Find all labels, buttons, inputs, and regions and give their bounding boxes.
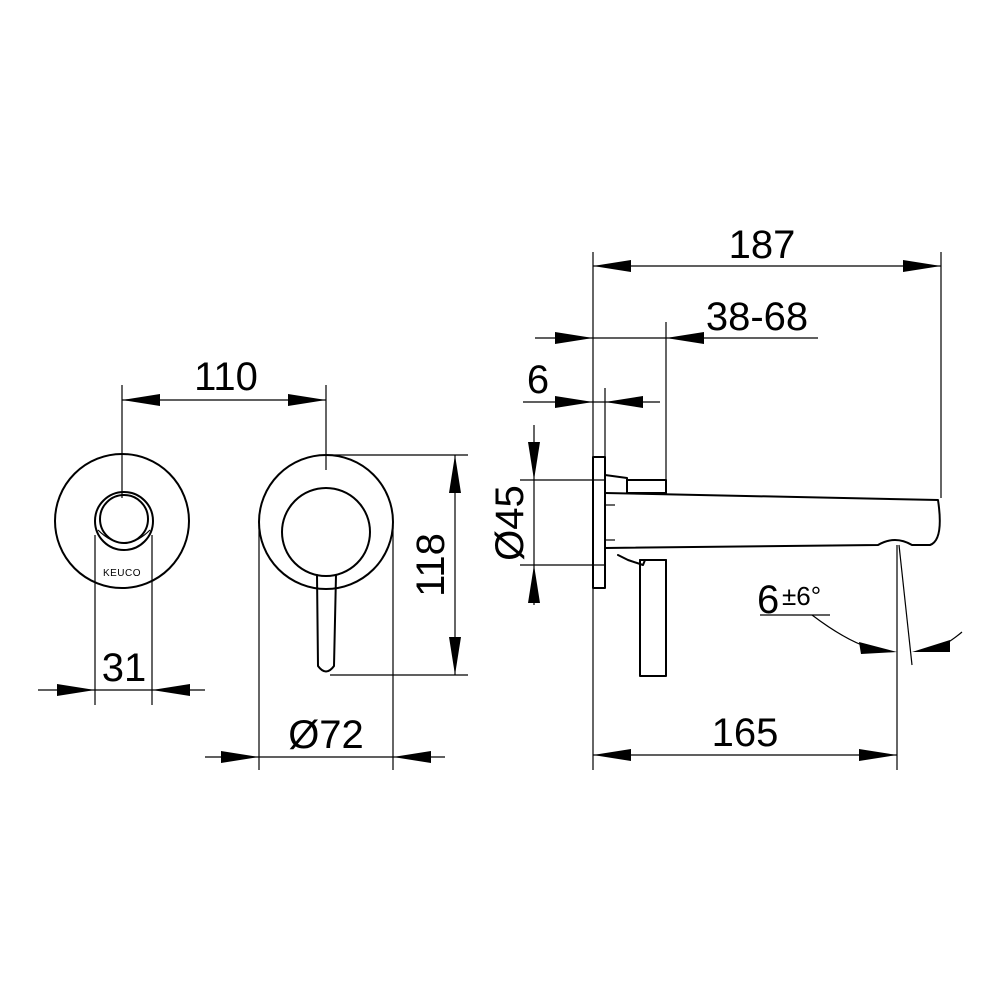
- keuco-logo: KEUCO: [103, 568, 141, 579]
- lever-rosette-outline: [258, 454, 394, 590]
- spout-side-view: [592, 456, 941, 770]
- dimension-165: 165: [593, 711, 897, 761]
- dimension-31-label: 31: [102, 646, 147, 690]
- angle-tolerance-label: ±6°: [782, 581, 821, 611]
- dimension-6: 6: [523, 358, 660, 457]
- dimension-110-label: 110: [194, 355, 258, 399]
- button-inner-ring: [99, 494, 149, 544]
- dimension-165-label: 165: [712, 711, 779, 755]
- dimension-38-68: 38-68: [535, 295, 818, 480]
- dimension-118-label: 118: [409, 533, 453, 597]
- dimension-187-label: 187: [729, 223, 796, 267]
- flow-line-1: [898, 544, 913, 666]
- lever-handle: [316, 574, 337, 673]
- dimension-187: 187: [592, 223, 942, 770]
- spout-mount-top: [604, 474, 667, 494]
- dimension-45: Ø45: [488, 425, 605, 605]
- angle-main-label: 6: [757, 578, 779, 622]
- dimension-72: Ø72: [205, 525, 445, 770]
- dimension-72-label: Ø72: [288, 713, 364, 757]
- spout-lever: [617, 554, 667, 677]
- dimension-6-label: 6: [527, 358, 549, 402]
- wall-plate: [592, 456, 606, 589]
- dimension-angle: 6 ±6°: [757, 578, 963, 654]
- lever-front-view: [258, 454, 394, 673]
- dimension-110: 110: [121, 355, 327, 498]
- dimension-38-68-label: 38-68: [706, 295, 808, 339]
- dimension-31: 31: [38, 535, 205, 705]
- lever-ring: [281, 487, 371, 577]
- button-outer-ring: [94, 491, 154, 551]
- dimension-45-label: Ø45: [488, 485, 532, 561]
- dimension-118: 118: [326, 454, 468, 676]
- spout-body: [604, 492, 941, 549]
- button-shadow-arc: [97, 529, 151, 544]
